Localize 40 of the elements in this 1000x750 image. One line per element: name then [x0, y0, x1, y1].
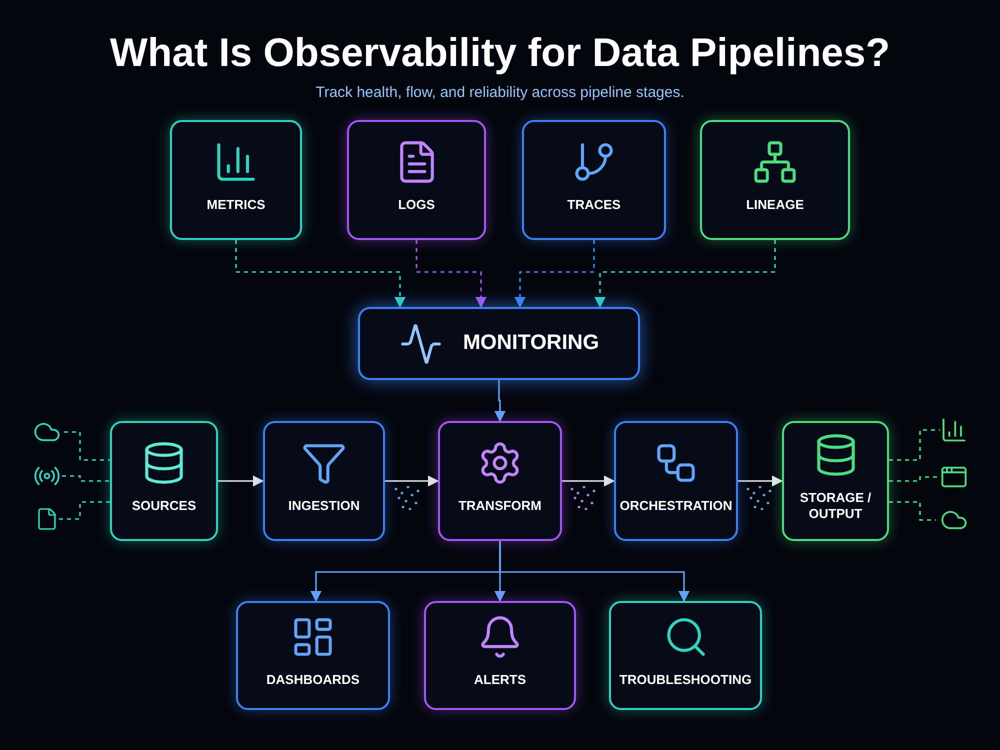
dashed-arrow: [594, 240, 776, 308]
logs-card: [347, 120, 486, 240]
output-card: [424, 601, 576, 710]
subtitle: Track health, flow, and reliability across pipeline stages.: [316, 83, 684, 103]
lineage-card: [700, 120, 850, 240]
node-label: MONITORING: [462, 330, 600, 356]
node-label: STORAGE / OUTPUT: [798, 490, 872, 522]
output-card: [236, 601, 390, 710]
monitoring-box: [358, 307, 640, 380]
arrow: [385, 475, 440, 487]
bar-chart-icon: [940, 416, 968, 444]
arrow: [218, 475, 264, 487]
dashed-arrow: [416, 240, 487, 308]
node-label: TRACES: [567, 196, 621, 214]
output-card: [609, 601, 762, 710]
node-label: METRICS: [206, 196, 266, 214]
arrow: [494, 380, 506, 422]
metrics-card: [170, 120, 302, 240]
pipeline-stage-box: [110, 421, 218, 541]
node-label: SOURCES: [132, 498, 196, 514]
node-label: ORCHESTRATION: [620, 498, 732, 514]
node-label: TRANSFORM: [458, 498, 542, 514]
pipeline-stage-box: [438, 421, 562, 541]
pipeline-stage-box: [614, 421, 738, 541]
arrow: [499, 541, 690, 602]
traces-card: [522, 120, 666, 240]
title: What Is Observability for Data Pipelines?: [110, 30, 890, 77]
dashed-arrow: [514, 240, 595, 308]
pipeline-stage-box: [263, 421, 385, 541]
document-icon: [35, 505, 59, 533]
dashed-arrow: [235, 240, 406, 308]
node-label: TROUBLESHOOTING: [619, 672, 752, 689]
node-label: INGESTION: [288, 498, 360, 514]
arrow: [738, 475, 784, 487]
node-label: DASHBOARDS: [266, 672, 360, 689]
arrow: [562, 475, 616, 487]
node-label: LINEAGE: [746, 196, 804, 214]
pipeline-stage-box: [782, 421, 889, 541]
node-label: ALERTS: [474, 672, 526, 689]
node-label: LOGS: [398, 196, 435, 214]
